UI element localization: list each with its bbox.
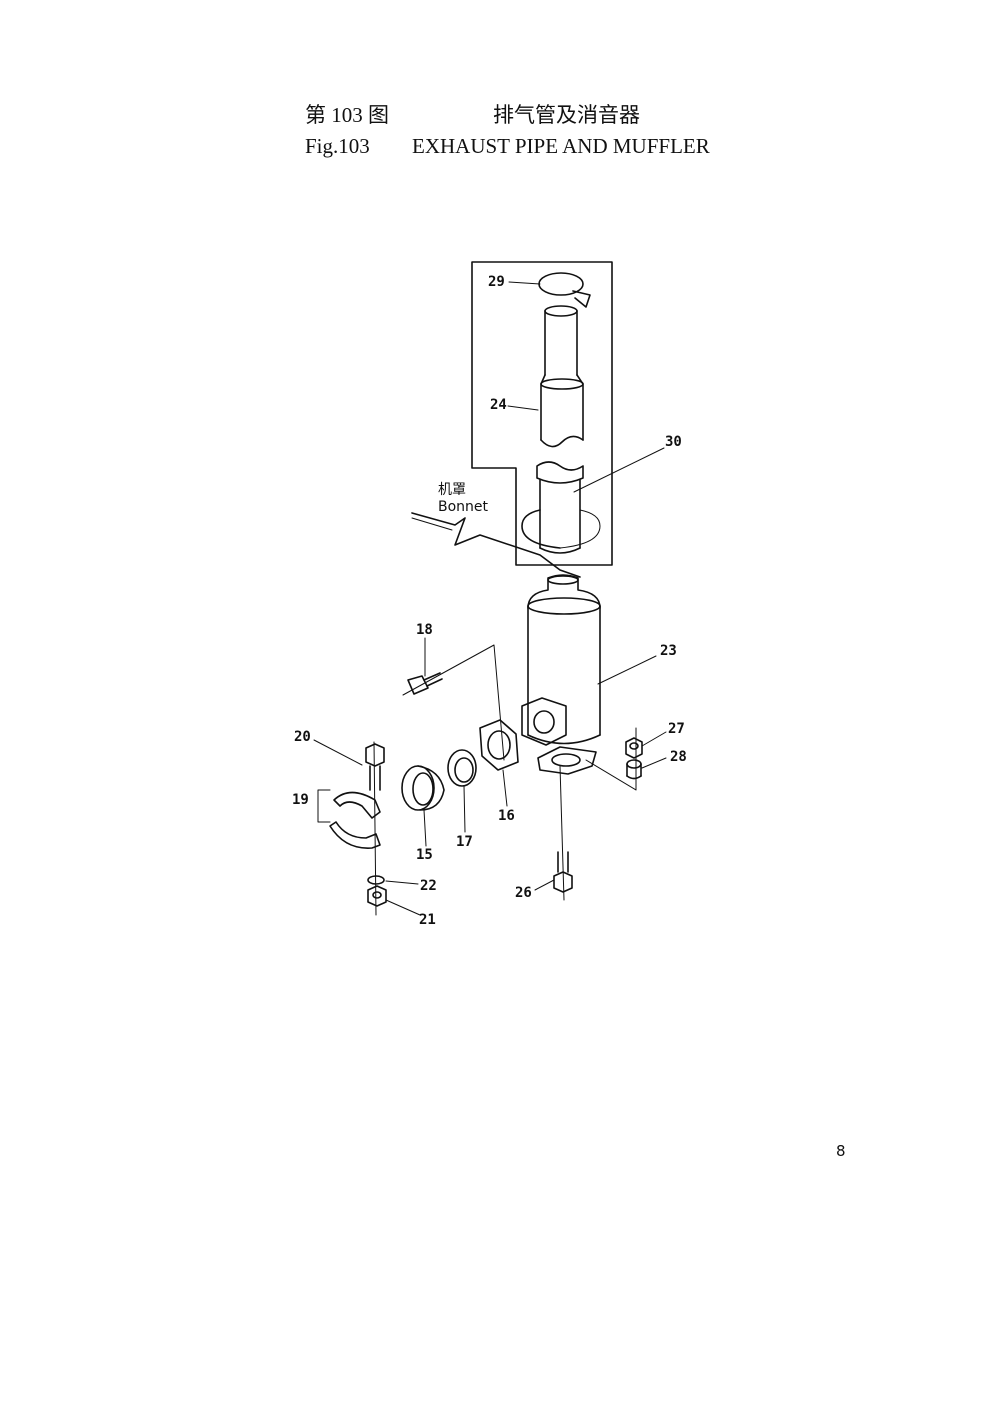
callout-18: 18 [416, 622, 433, 638]
callout-24: 24 [490, 397, 507, 413]
callout-23: 23 [660, 643, 677, 659]
muffler-part [521, 574, 601, 775]
nut-21-part [367, 885, 387, 907]
bonnet-enclosure-outline [471, 261, 613, 566]
figure-number-cn: 第 103 图 [305, 103, 389, 127]
flange-gasket-16-part [479, 719, 519, 771]
bonnet-pipe-part [521, 461, 601, 554]
callout-15: 15 [416, 847, 433, 863]
rain-cap-part [538, 272, 591, 308]
figure-title-en: EXHAUST PIPE AND MUFFLER [412, 134, 710, 158]
seal-ring-17-part [447, 749, 477, 787]
bonnet-label-cn: 机罩 [438, 482, 466, 498]
callout-28: 28 [670, 749, 687, 765]
clamp-19-part [329, 791, 381, 849]
callout-26: 26 [515, 885, 532, 901]
upper-exhaust-pipe-part [540, 305, 584, 448]
callout-17: 17 [456, 834, 473, 850]
figure-title-cn: 排气管及消音器 [493, 103, 640, 127]
callout-30: 30 [665, 434, 682, 450]
spacer-28-part [626, 759, 642, 780]
callout-27: 27 [668, 721, 685, 737]
figure-number-en: Fig.103 [305, 134, 370, 158]
bonnet-label-en: Bonnet [438, 499, 489, 515]
bolt-20-part [365, 743, 385, 791]
bonnet-panel-break [411, 512, 581, 578]
callout-29: 29 [488, 274, 505, 290]
callout-20: 20 [294, 729, 311, 745]
page-number: 8 [836, 1142, 846, 1160]
bellows-15-part [401, 765, 445, 811]
nut-27-part [625, 737, 643, 759]
callout-22: 22 [420, 878, 437, 894]
callout-19: 19 [292, 792, 309, 808]
callout-21: 21 [419, 912, 436, 928]
callout-16: 16 [498, 808, 515, 824]
bolt-18-part [407, 672, 443, 695]
